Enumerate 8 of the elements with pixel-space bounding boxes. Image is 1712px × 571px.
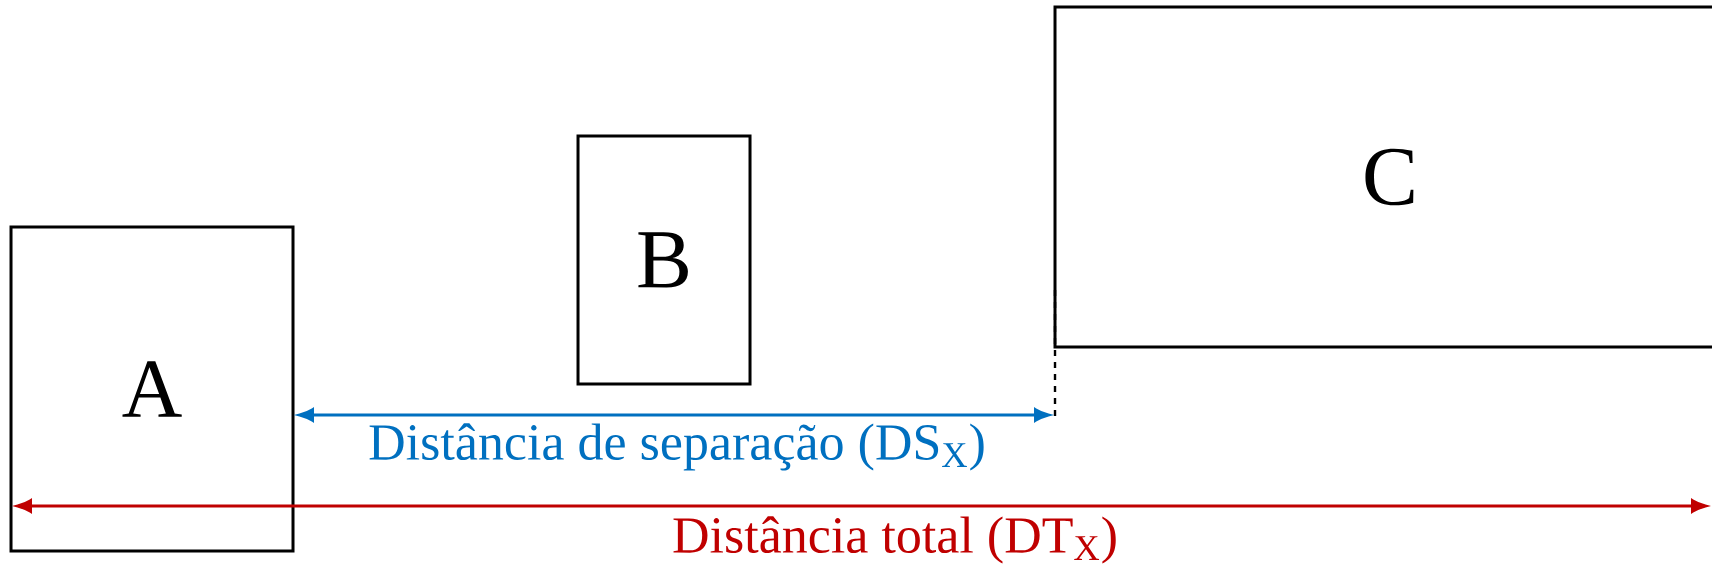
box xyxy=(576,134,752,386)
dimension-label: Distância total (DT$_{X}$) xyxy=(673,516,1116,564)
box xyxy=(1053,5,1712,349)
box xyxy=(9,225,295,553)
box-label: B xyxy=(638,232,688,288)
dimension-label: Distância de separação (DS$_{X}$) xyxy=(369,423,984,471)
box-label: C xyxy=(1365,148,1414,206)
box-label: A xyxy=(122,361,182,417)
